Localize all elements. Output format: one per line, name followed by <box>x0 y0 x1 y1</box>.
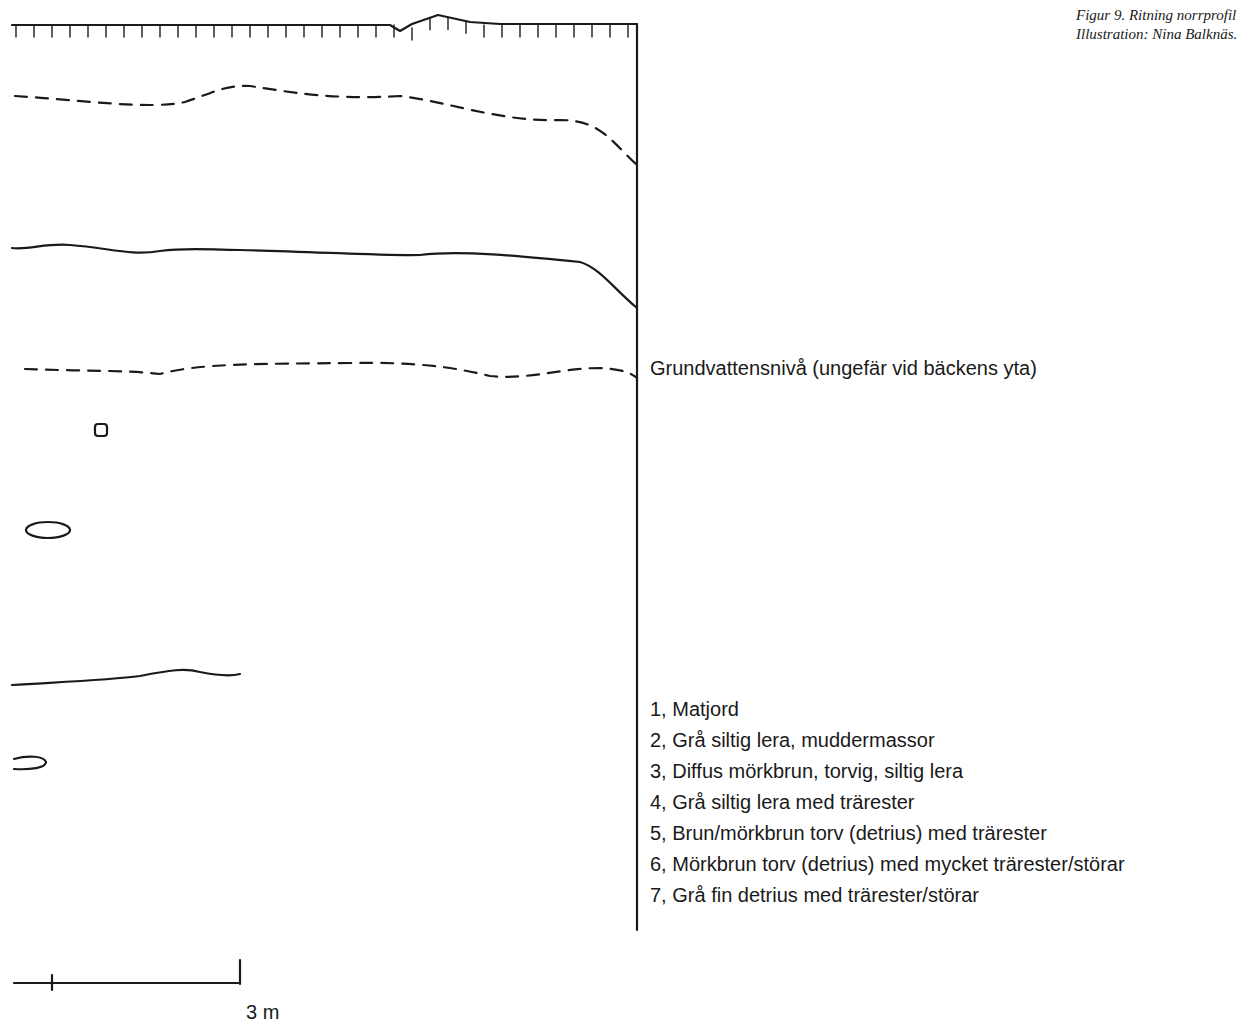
layer-legend: 6, Mörkbrun torv (detrius) med mycket tr… <box>650 852 1125 876</box>
surface-ticks <box>16 18 628 40</box>
layer-boundary <box>12 670 240 685</box>
layer-legend: 7, Grå fin detrius med trärester/störar <box>650 883 979 907</box>
layer-legend: 4, Grå siltig lera med trärester <box>650 790 915 814</box>
layer-legend: 1, Matjord <box>650 697 739 721</box>
section-edge <box>636 24 638 930</box>
scale-bar <box>14 960 240 990</box>
layer-legend: 3, Diffus mörkbrun, torvig, siltig lera <box>650 759 963 783</box>
wood-remain <box>26 522 70 538</box>
layer-boundary <box>12 245 637 308</box>
layer-legend: 2, Grå siltig lera, muddermassor <box>650 728 935 752</box>
wood-remain <box>14 757 46 770</box>
groundwater-label: Grundvattensnivå (ungefär vid bäckens yt… <box>650 356 1037 380</box>
figure-caption: Figur 9. Ritning norrprofil Illustration… <box>1076 6 1254 44</box>
scale-label: 3 m <box>246 1000 279 1024</box>
layer-legend: 5, Brun/mörkbrun torv (detrius) med trär… <box>650 821 1047 845</box>
layer-boundary <box>15 86 637 165</box>
groundwater-line <box>25 363 637 378</box>
wood-remain <box>95 424 107 436</box>
